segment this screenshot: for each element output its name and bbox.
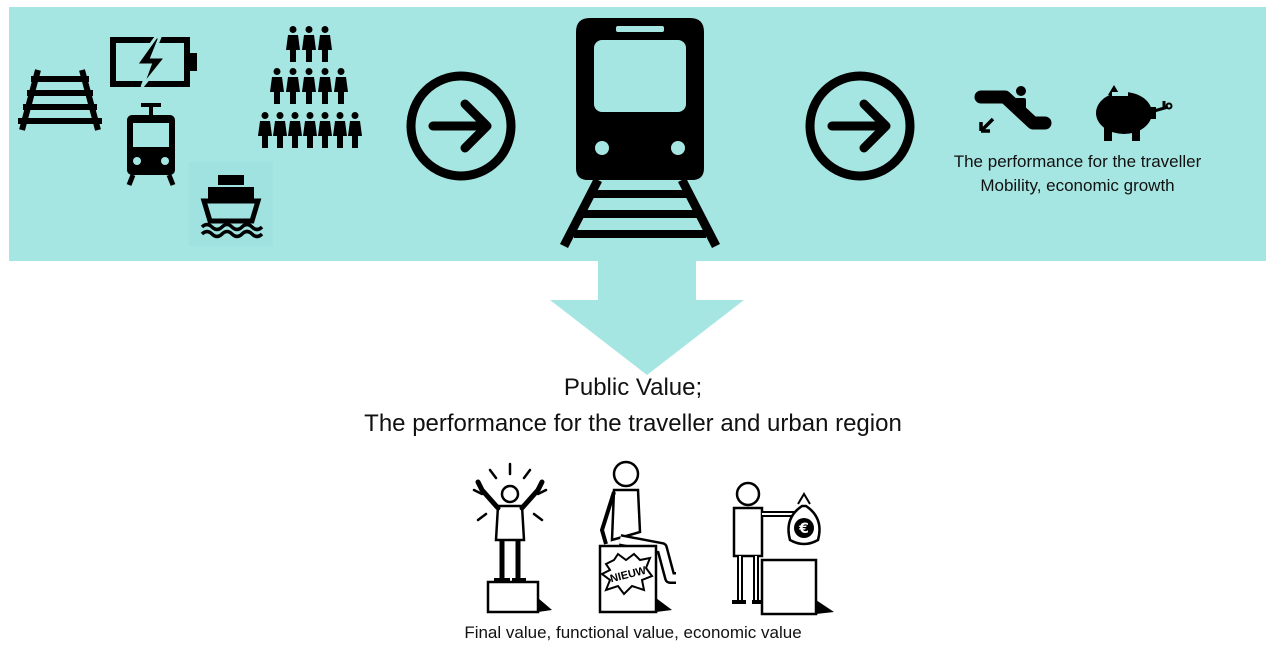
performance-text: The performance for the traveller Mobili…	[905, 150, 1250, 198]
ferry-icon	[200, 175, 264, 239]
people-group-icon	[258, 26, 362, 148]
public-value-subtitle: The performance for the traveller and ur…	[364, 410, 902, 437]
performance-line-1: The performance for the traveller	[953, 152, 1202, 171]
battery-charging-icon	[110, 35, 197, 88]
down-arrow	[550, 261, 744, 375]
person-with-money-bag-icon: €	[732, 481, 834, 616]
value-caption: Final value, functional value, economic …	[464, 623, 802, 642]
public-value-title: Public Value;	[563, 374, 703, 401]
arrow-right-circle-icon	[406, 71, 516, 181]
piggy-bank-icon	[1096, 85, 1173, 141]
performance-line-2: Mobility, economic growth	[980, 176, 1175, 195]
euro-symbol: €	[798, 521, 809, 537]
tram-icon	[126, 103, 176, 186]
escalator-icon	[974, 86, 1052, 133]
arrow-right-circle-icon	[805, 71, 915, 181]
person-on-box-icon: NIEUW	[598, 460, 676, 614]
cheering-person-icon	[472, 462, 552, 614]
train-on-track-icon	[559, 18, 721, 249]
railway-track-icon	[18, 69, 102, 131]
